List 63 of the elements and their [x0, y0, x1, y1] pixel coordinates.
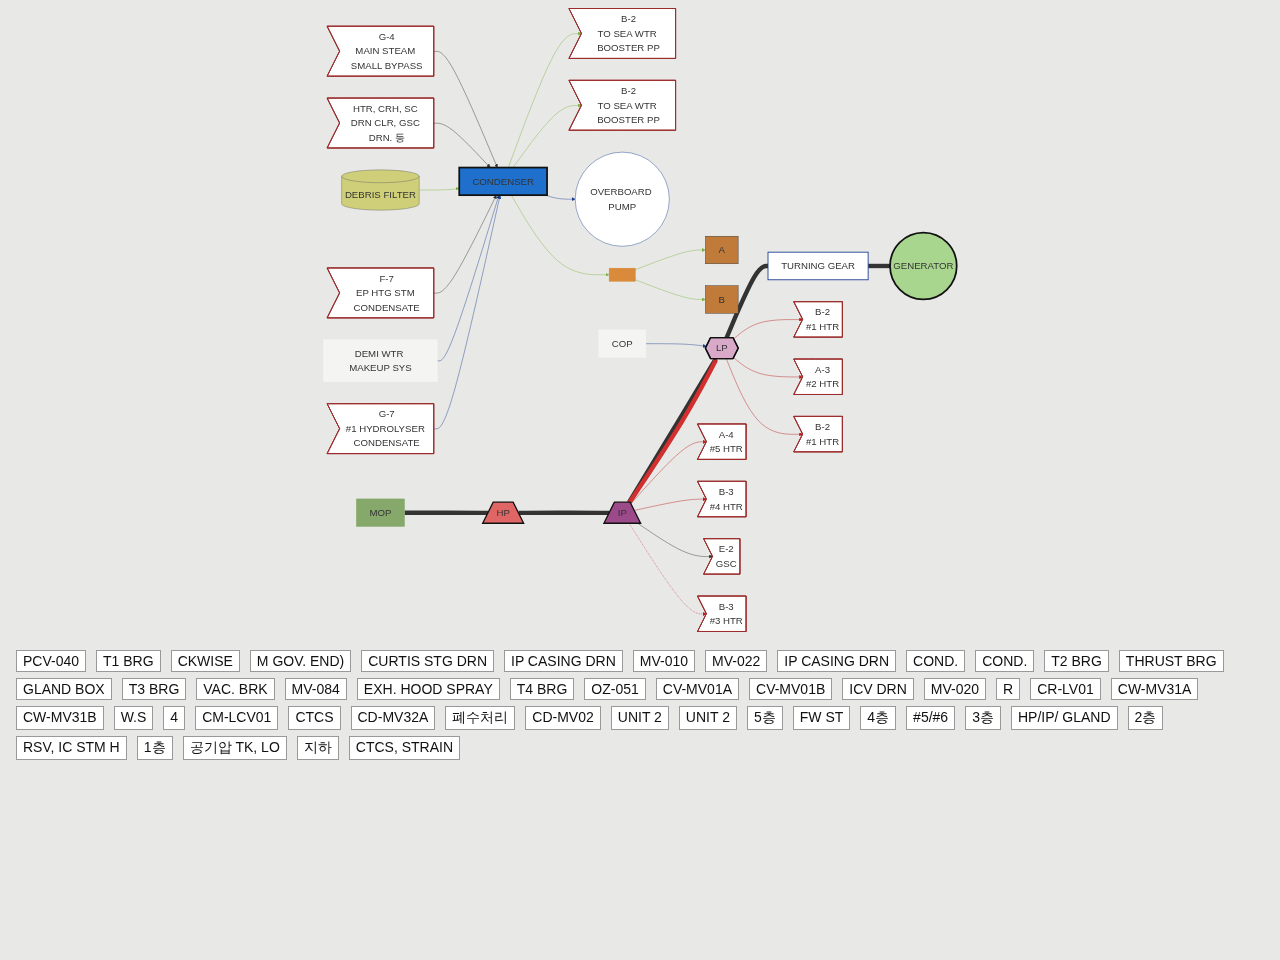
tag-label: 폐수처리: [445, 706, 516, 730]
tag-label: IP CASING DRN: [504, 650, 623, 672]
tag-label: MV-020: [923, 678, 987, 700]
tag-label: COND.: [975, 650, 1035, 672]
tag-label: UNIT 2: [678, 706, 737, 730]
tag-label: W.S: [113, 706, 154, 730]
node-box: MOP: [355, 498, 405, 527]
tag-label: OZ-051: [584, 678, 646, 700]
node-box: B: [705, 285, 739, 314]
tag-label: PCV-040: [16, 650, 87, 672]
tag-label: ICV DRN: [842, 678, 914, 700]
tag-label: CD-MV02: [525, 706, 601, 730]
tag-label: T3 BRG: [121, 678, 187, 700]
tag-label: MV-022: [705, 650, 768, 672]
tag-label: THRUST BRG: [1118, 650, 1224, 672]
tag-label: VAC. BRK: [196, 678, 275, 700]
tag-label: CR-LV01: [1030, 678, 1101, 700]
tag-label: T2 BRG: [1044, 650, 1109, 672]
tag-label: 공기압 TK, LO: [182, 736, 287, 760]
tag-label: RSV, IC STM H: [16, 736, 127, 760]
tag-label: MV-084: [284, 678, 347, 700]
tag-label: CW-MV31B: [16, 706, 104, 730]
tag-label: CTCS: [288, 706, 341, 730]
node-box: COP: [598, 329, 646, 358]
connector: [518, 510, 610, 516]
tag-label: CW-MV31A: [1110, 678, 1199, 700]
tag-label: MV-010: [632, 650, 695, 672]
tag-label: R: [996, 678, 1021, 700]
tag-label: 4층: [860, 706, 897, 730]
tag-label: 3층: [965, 706, 1001, 730]
tag-label: FW ST: [792, 706, 851, 730]
tag-label: M GOV. END): [249, 650, 352, 672]
node-box: CONDENSER: [458, 166, 548, 197]
tag-label: 1층: [136, 736, 173, 760]
tag-label: CV-MV01A: [655, 678, 740, 700]
node-box: TURNING GEAR: [767, 251, 869, 281]
tag-label: 지하: [296, 736, 339, 760]
tag-label: CKWISE: [170, 650, 240, 672]
tag-label: CV-MV01B: [749, 678, 833, 700]
tag-label: CD-MV32A: [350, 706, 436, 730]
tag-label: 2층: [1127, 706, 1164, 730]
tag-label: UNIT 2: [610, 706, 669, 730]
tag-label: COND.: [906, 650, 966, 672]
tag-label: 5층: [746, 706, 783, 730]
connector: [404, 510, 489, 516]
tag-label: T4 BRG: [509, 678, 575, 700]
node-circle: OVERBOARD PUMP: [574, 151, 670, 247]
tag-label: HP/IP/ GLAND: [1010, 706, 1118, 730]
node-box: DEMI WTR MAKEUP SYS: [323, 339, 438, 382]
node-circle: GENERATOR: [889, 231, 958, 301]
tag-label: GLAND BOX: [16, 678, 112, 700]
tag-label: #5/#6: [906, 706, 956, 730]
node-box: A: [705, 236, 739, 264]
tag-label: T1 BRG: [96, 650, 161, 672]
tag-label: IP CASING DRN: [777, 650, 897, 672]
connector: [867, 263, 891, 269]
tag-label: CM-LCV01: [195, 706, 279, 730]
tag-label: 4: [163, 706, 186, 730]
tag-label: CTCS, STRAIN: [348, 736, 460, 760]
connector: [724, 263, 769, 339]
tag-label: EXH. HOOD SPRAY: [356, 678, 500, 700]
node-box: [608, 267, 636, 282]
tag-label: CURTIS STG DRN: [361, 650, 494, 672]
